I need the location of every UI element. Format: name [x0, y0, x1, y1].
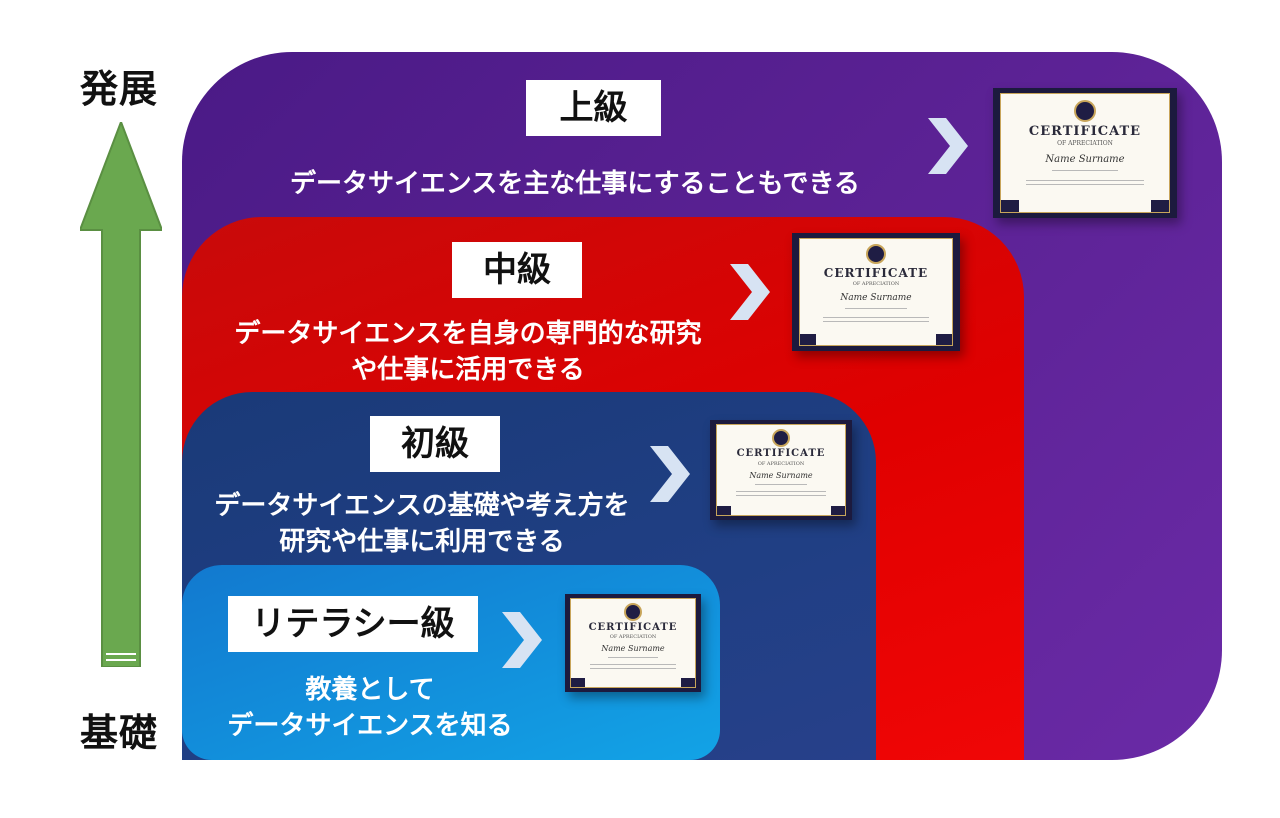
level-description-advanced: データサイエンスを主な仕事にすることもできる: [290, 169, 860, 199]
certificate-name: Name Surname: [601, 643, 665, 653]
level-description-beginner: データサイエンスの基礎や考え方を 研究や仕事に利用できる: [214, 491, 630, 557]
certificate-title: CERTIFICATE: [736, 448, 826, 459]
level-description-literacy: 教養として データサイエンスを知る: [227, 675, 513, 741]
chevron-right-icon: [730, 264, 770, 320]
level-title-intermediate: 中級: [452, 242, 582, 298]
chevron-right-icon: [928, 118, 968, 174]
certificate-title: CERTIFICATE: [823, 265, 929, 280]
certificate-beginner: CERTIFICATE OF APRECIATION Name Surname: [710, 420, 852, 520]
level-title-literacy: リテラシー級: [228, 596, 478, 652]
level-description-intermediate: データサイエンスを自身の専門的な研究 や仕事に活用できる: [234, 319, 702, 385]
certificate-name: Name Surname: [1045, 154, 1125, 166]
certificate-subtitle: OF APRECIATION: [1057, 140, 1113, 148]
certificate-subtitle: OF APRECIATION: [852, 280, 900, 287]
certificate-name: Name Surname: [749, 471, 813, 480]
growth-arrow-icon: [80, 122, 162, 667]
certificate-intermediate: CERTIFICATE OF APRECIATION Name Surname: [792, 233, 960, 351]
level-title-beginner: 初級: [370, 416, 500, 472]
axis-top-label: 発展: [80, 67, 159, 111]
certificate-title: CERTIFICATE: [588, 621, 678, 633]
certificate-literacy: CERTIFICATE OF APRECIATION Name Surname: [565, 594, 701, 692]
certificate-title: CERTIFICATE: [1028, 124, 1142, 140]
certificate-advanced: CERTIFICATE OF APRECIATION Name Surname: [993, 88, 1177, 218]
chevron-right-icon: [502, 612, 542, 668]
chevron-right-icon: [650, 446, 690, 502]
level-title-advanced: 上級: [526, 80, 661, 136]
certificate-subtitle: OF APRECIATION: [609, 633, 657, 640]
certificate-name: Name Surname: [840, 292, 912, 303]
certificate-subtitle: OF APRECIATION: [757, 461, 805, 467]
axis-bottom-label: 基礎: [80, 711, 159, 755]
